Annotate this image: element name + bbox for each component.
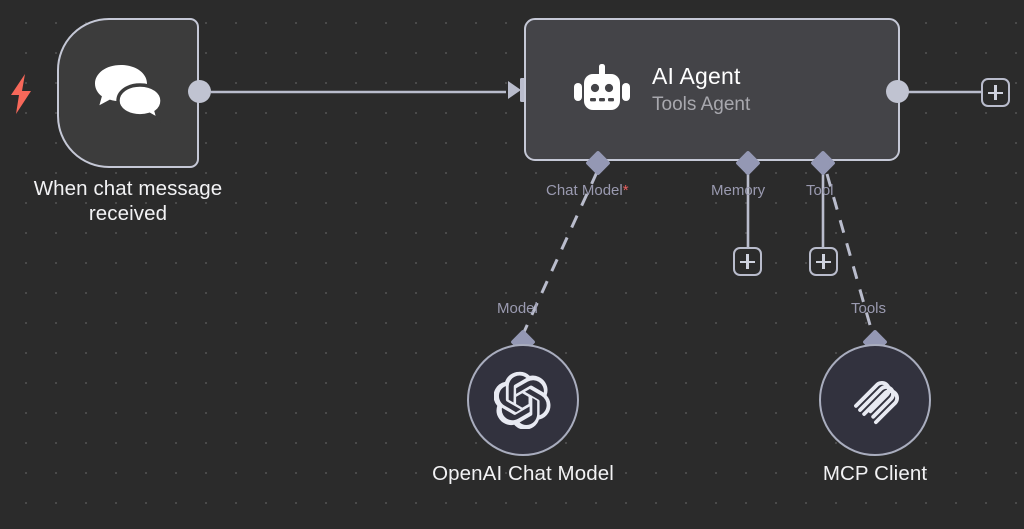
- robot-icon: [574, 63, 630, 110]
- node-ai-agent[interactable]: AI Agent Tools Agent: [524, 18, 900, 161]
- lightning-bolt-icon: [11, 74, 31, 114]
- agent-text-block: AI Agent Tools Agent: [652, 62, 750, 117]
- node-label-mcp-client: MCP Client: [822, 462, 928, 485]
- port-label-tools: Tools: [851, 300, 887, 317]
- agent-title: AI Agent: [652, 63, 741, 89]
- node-mcp-client[interactable]: [819, 344, 931, 456]
- node-openai-chat-model[interactable]: [467, 344, 579, 456]
- agent-output-port[interactable]: [886, 80, 909, 103]
- port-label-tool: Tool: [806, 182, 834, 199]
- mcp-logo-icon: [854, 381, 899, 425]
- add-tool-button[interactable]: [809, 247, 838, 276]
- trigger-output-port[interactable]: [188, 80, 211, 103]
- agent-subtitle: Tools Agent: [652, 94, 751, 115]
- add-node-after-agent-button[interactable]: [981, 78, 1010, 107]
- chat-bubbles-icon: [95, 65, 164, 123]
- node-label-trigger: When chat message received: [33, 177, 223, 225]
- node-when-chat-message-received[interactable]: [57, 18, 199, 168]
- openai-logo-icon: [494, 371, 551, 429]
- required-marker-chat-model: *: [622, 182, 629, 199]
- port-label-chat-model: Chat Model*: [546, 183, 629, 199]
- add-memory-button[interactable]: [733, 247, 762, 276]
- port-label-chat-model-text: Chat Model: [546, 182, 623, 199]
- port-label-model: Model: [497, 300, 538, 317]
- port-label-memory: Memory: [711, 182, 766, 199]
- node-label-openai-chat-model: OpenAI Chat Model: [432, 462, 614, 485]
